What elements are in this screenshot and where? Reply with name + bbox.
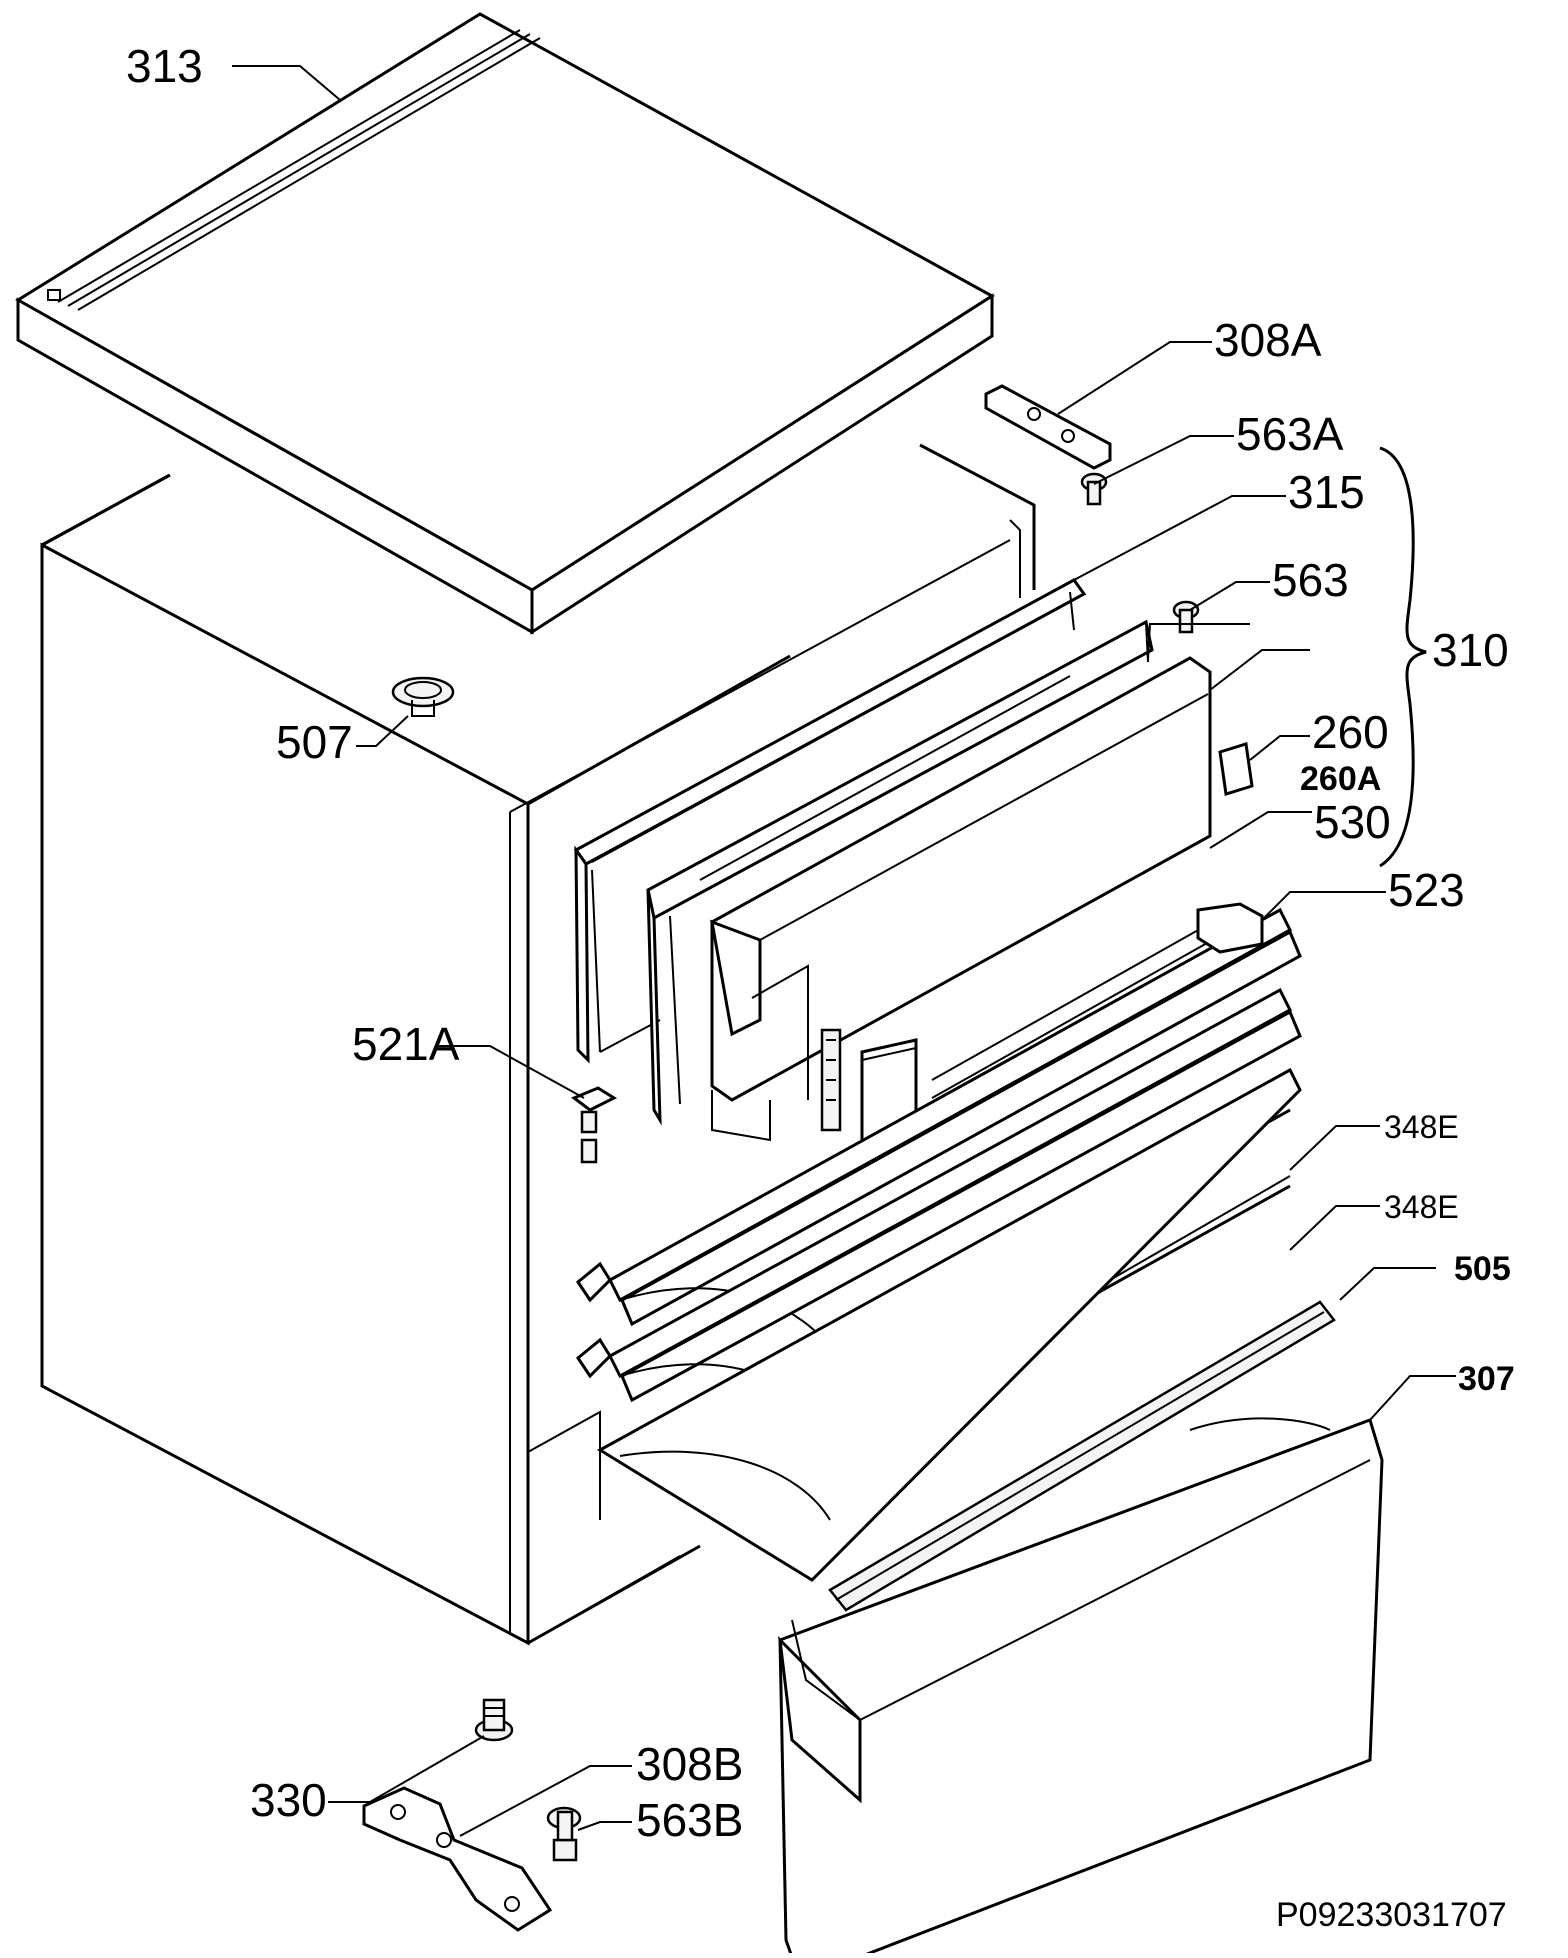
- label-523: 523: [1388, 864, 1465, 916]
- label-315: 315: [1288, 466, 1365, 518]
- crisper-glass-shelf: [597, 1067, 1302, 1582]
- label-563a: 563A: [1236, 408, 1344, 460]
- latch-mechanism: [820, 1028, 842, 1132]
- label-348e-lower: 348E: [1384, 1189, 1459, 1225]
- label-308b: 308B: [636, 1738, 743, 1790]
- label-505: 505: [1454, 1250, 1511, 1288]
- leader-lines: [232, 65, 1456, 1837]
- label-348e-upper: 348E: [1384, 1109, 1459, 1145]
- knob-507: [391, 676, 455, 717]
- label-260a: 260A: [1300, 760, 1381, 798]
- screw-563b: [546, 1806, 582, 1862]
- hinge-pin-523: [1196, 902, 1264, 954]
- label-307: 307: [1458, 1360, 1515, 1398]
- label-313: 313: [126, 40, 203, 92]
- label-308a: 308A: [1214, 314, 1322, 366]
- screw-563: [1172, 600, 1200, 634]
- screw-563a: [1080, 472, 1108, 506]
- label-563b: 563B: [636, 1794, 743, 1846]
- clip-260: [1218, 742, 1254, 796]
- drawing-code: P09233031707: [1276, 1896, 1507, 1934]
- hinge-308b: [362, 1786, 553, 1932]
- bracket-310: [1379, 446, 1427, 868]
- label-260: 260: [1312, 706, 1389, 758]
- label-563: 563: [1272, 554, 1349, 606]
- door-bin-307: [777, 1417, 1384, 1958]
- label-507: 507: [276, 716, 353, 768]
- callout-labels: 313 308A 563A 315 563 310 507 260 260A 5…: [126, 40, 1515, 1934]
- hinge-308a: [984, 384, 1112, 470]
- label-521a: 521A: [352, 1018, 460, 1070]
- label-330: 330: [250, 1774, 327, 1826]
- foot-330: [474, 1698, 514, 1742]
- top-cover-313: [15, 12, 995, 635]
- bracket-521a: [571, 1086, 618, 1164]
- label-530: 530: [1314, 796, 1391, 848]
- label-310: 310: [1432, 624, 1509, 676]
- door-panel: [710, 656, 1212, 1142]
- cabinet-body: [40, 443, 1036, 1646]
- inner-door-frame: [646, 619, 1154, 1126]
- strip-505: [828, 1300, 1336, 1612]
- door-gasket-315: [573, 578, 1087, 1064]
